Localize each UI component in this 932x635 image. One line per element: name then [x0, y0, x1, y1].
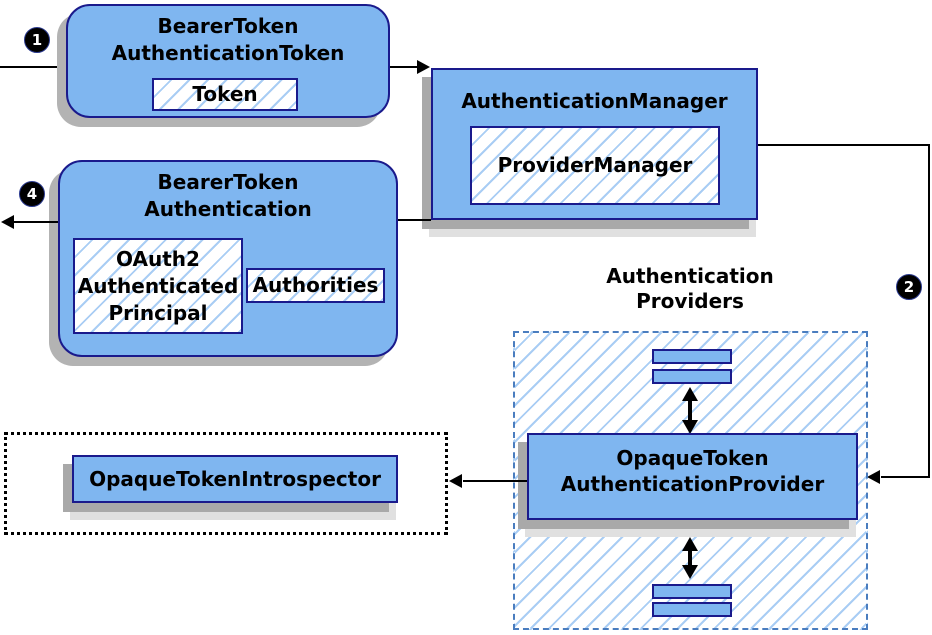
flow-line-manager-to-providers-v — [928, 144, 930, 478]
arrowhead-left-icon — [449, 474, 462, 488]
principal-label-line: OAuth2 — [116, 247, 200, 271]
arrowhead-left-icon — [867, 470, 880, 484]
flow-line-manager-to-result — [398, 219, 431, 221]
double-arrow-line — [688, 398, 692, 422]
step-1-badge: 1 — [24, 27, 50, 53]
opaque-token-authentication-provider-node: OpaqueToken AuthenticationProvider — [527, 433, 858, 520]
node-title-line: AuthenticationProvider — [560, 472, 825, 496]
provider-bar — [652, 369, 732, 384]
node-title-line: OpaqueToken — [616, 446, 769, 470]
token-box: Token — [152, 78, 298, 111]
node-title-line: AuthenticationManager — [461, 89, 728, 113]
node-title-line: BearerToken — [157, 170, 299, 194]
arrowhead-down-icon — [682, 420, 698, 434]
flow-line-token-to-manager — [390, 66, 418, 68]
flow-line-provider-to-introspector — [463, 480, 527, 482]
step-2-badge: 2 — [896, 274, 922, 300]
arrowhead-down-icon — [682, 565, 698, 579]
arrowhead-up-icon — [682, 387, 698, 401]
authentication-manager-node: AuthenticationManager ProviderManager — [431, 68, 758, 220]
oauth2-authenticated-principal-box: OAuth2 Authenticated Principal — [73, 238, 243, 334]
provider-bar — [652, 602, 732, 617]
provider-bar — [652, 584, 732, 599]
node-title-line: BearerToken — [157, 14, 299, 38]
provider-bar — [652, 349, 732, 364]
arrowhead-up-icon — [682, 537, 698, 551]
arrowhead-right-icon — [417, 60, 430, 74]
authorities-box: Authorities — [246, 268, 385, 303]
node-title-line: Authentication — [144, 197, 312, 221]
step-4-badge: 4 — [19, 181, 45, 207]
flow-line-request-in — [0, 66, 66, 68]
provider-manager-box: ProviderManager — [470, 126, 720, 205]
authentication-providers-label: Authentication Providers — [555, 264, 825, 314]
label-line: Providers — [636, 289, 744, 313]
arrowhead-left-icon — [1, 215, 14, 229]
bearer-token-authentication-node: BearerToken Authentication OAuth2 Authen… — [58, 160, 398, 357]
label-line: Authentication — [606, 264, 774, 288]
opaque-token-introspector-node: OpaqueTokenIntrospector — [72, 455, 398, 503]
double-arrow-line — [688, 548, 692, 568]
bearer-token-authentication-token-node: BearerToken AuthenticationToken Token — [66, 4, 390, 118]
flow-line-manager-to-providers-h2 — [881, 476, 930, 478]
flow-line-result-out — [13, 221, 58, 223]
principal-label-line: Principal — [108, 301, 208, 325]
flow-line-manager-to-providers-h1 — [758, 144, 930, 146]
principal-label-line: Authenticated — [77, 274, 239, 298]
node-title-line: AuthenticationToken — [111, 41, 345, 65]
